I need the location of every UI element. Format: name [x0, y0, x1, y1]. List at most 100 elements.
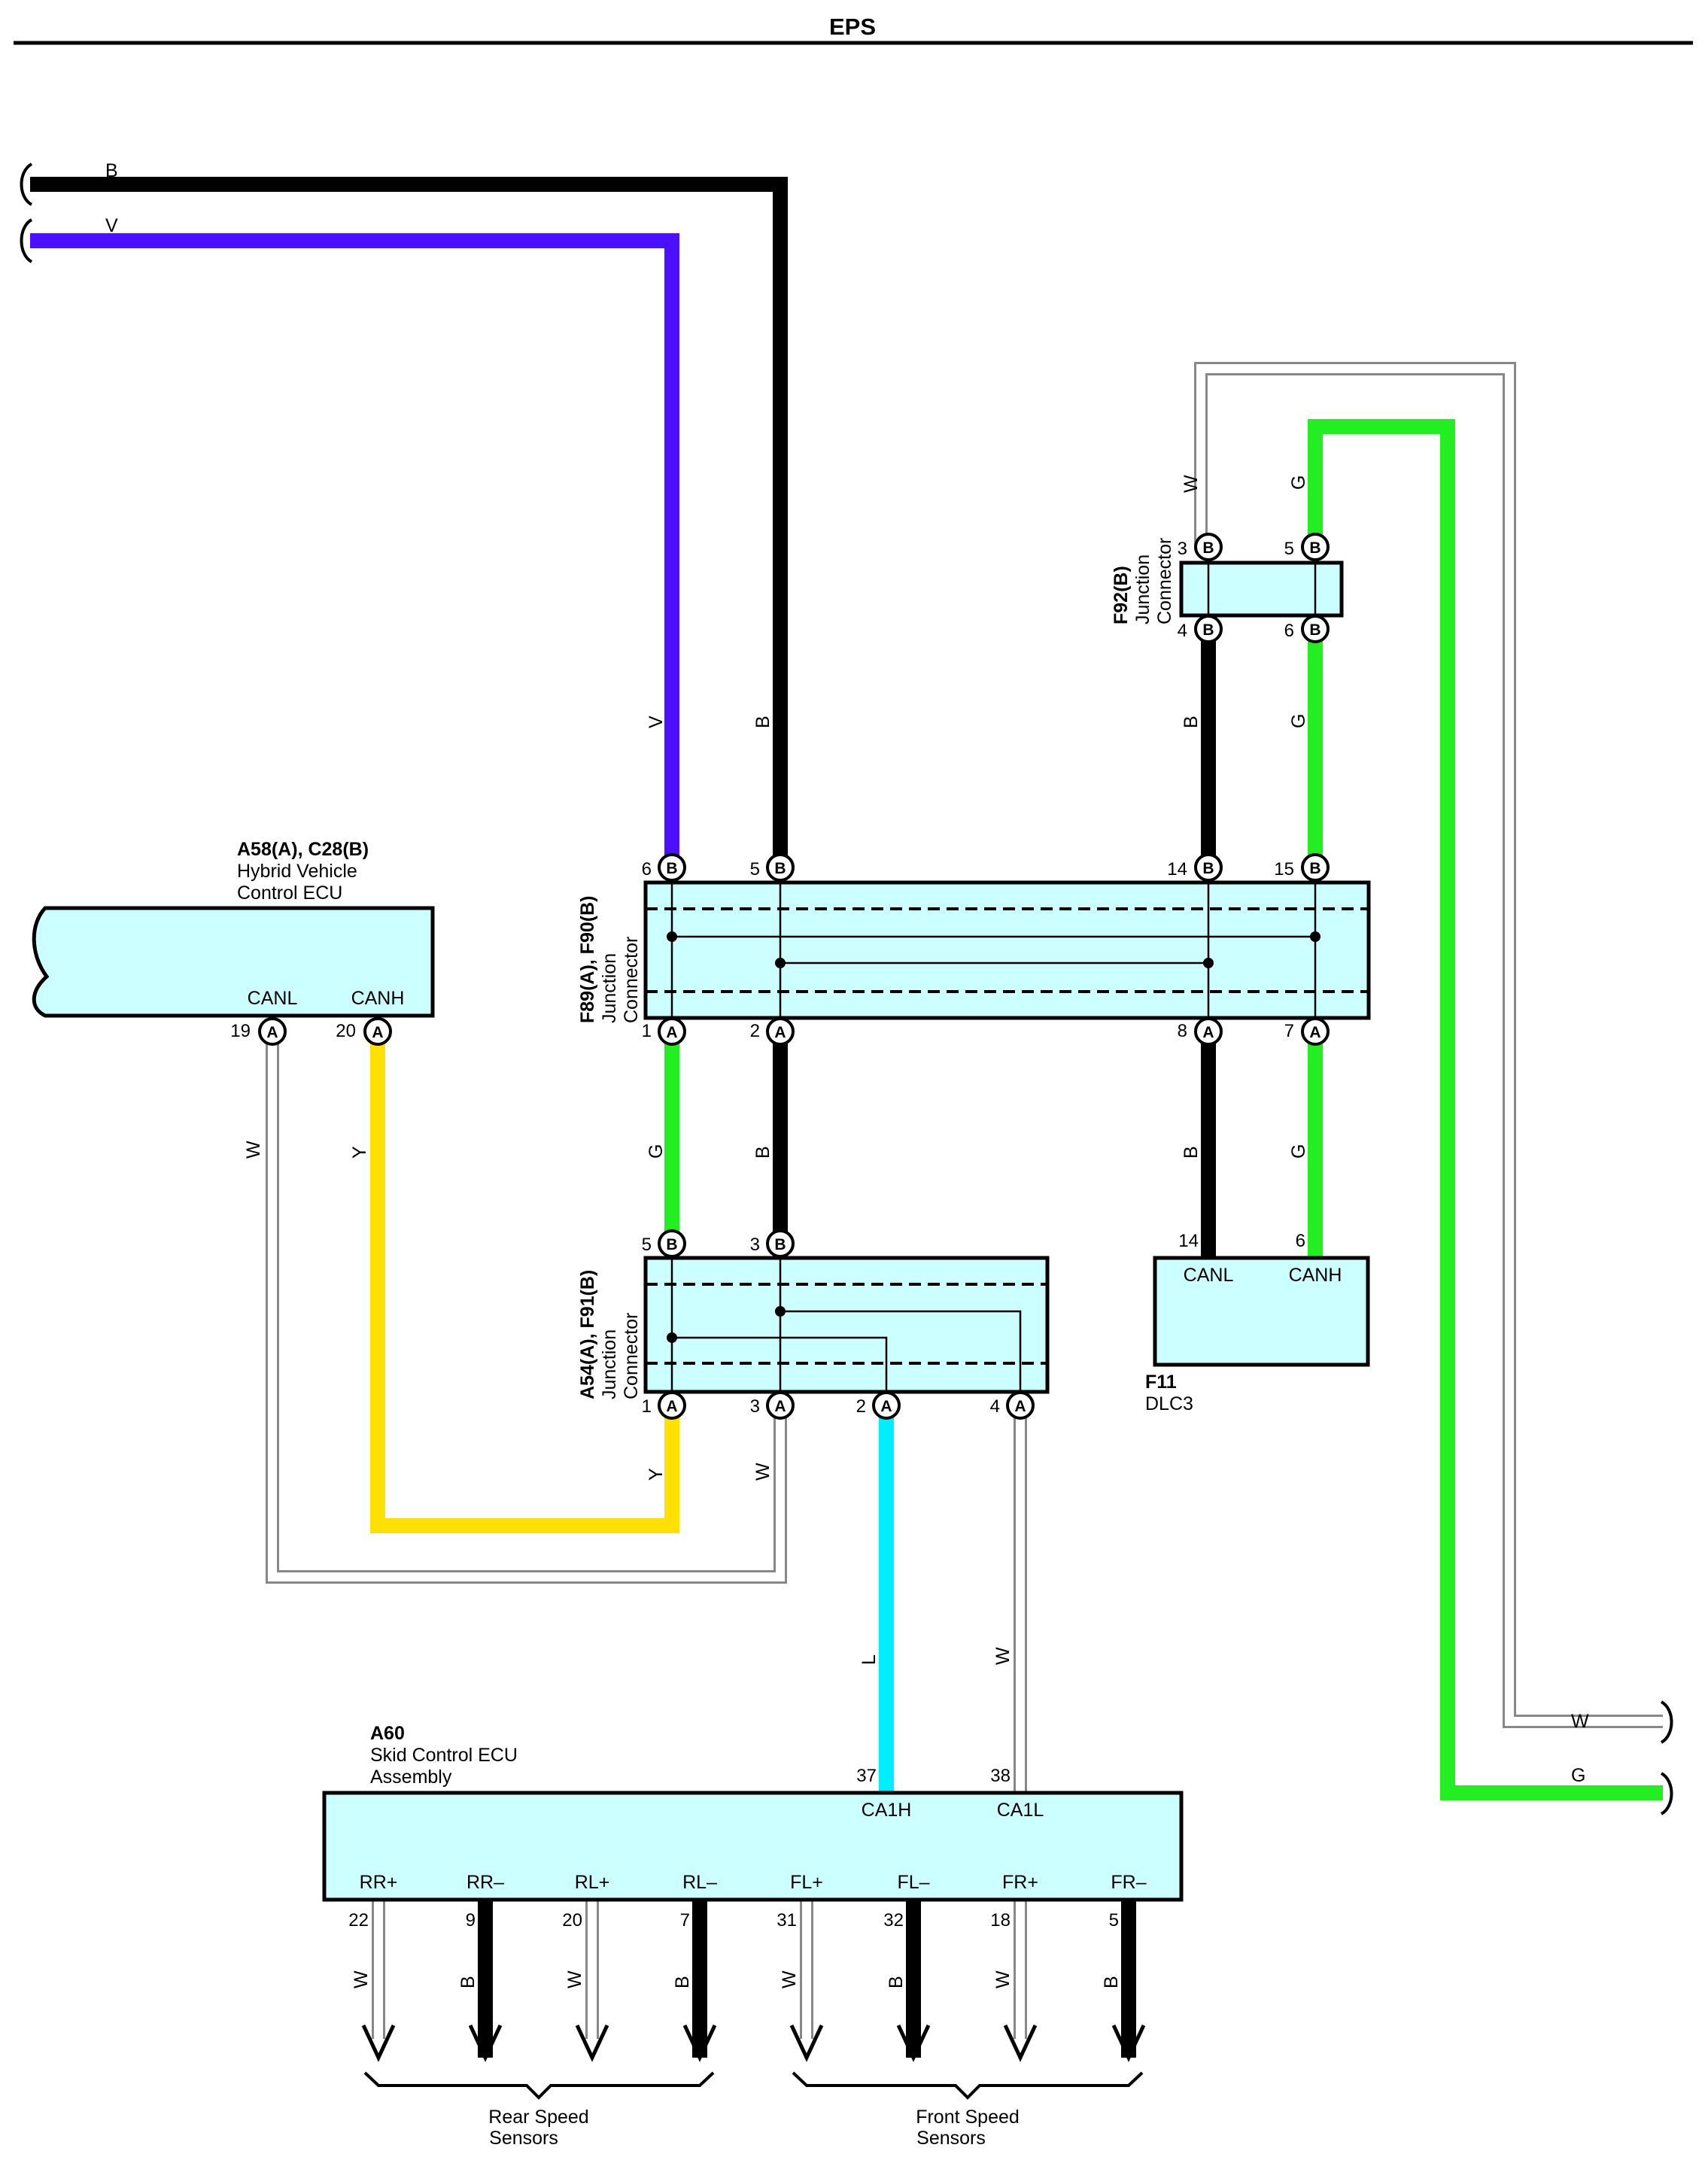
a60-term-rl-plus: RL+	[575, 1872, 610, 1893]
f11-dlc3-box	[1153, 1256, 1370, 1367]
svg-text:A: A	[372, 1024, 383, 1041]
wire-break-left-1	[20, 163, 33, 206]
wire-label-f92-g-out: G	[1288, 714, 1309, 728]
a60-pin-31: 31	[777, 1910, 797, 1931]
a54-name-2: Connector	[621, 1313, 642, 1399]
terminal-f89-8: A	[1194, 1017, 1223, 1046]
a58-canh-label: CANH	[351, 988, 405, 1009]
sensor-wires	[372, 1900, 1136, 2058]
f11-canh-label: CANH	[1289, 1265, 1342, 1286]
wire-b-top	[30, 177, 788, 867]
svg-text:B: B	[1309, 539, 1321, 557]
wire-label-f89-b: B	[752, 715, 773, 728]
wire-g-right	[1308, 419, 1663, 1800]
a60-term-fr-plus: FR+	[1002, 1872, 1038, 1893]
terminal-a58-19: A	[258, 1017, 287, 1046]
svg-text:A: A	[666, 1398, 677, 1415]
svg-text:B: B	[666, 1236, 677, 1253]
a58-ecu-box	[32, 906, 435, 1018]
svg-text:B: B	[774, 1236, 786, 1253]
wire-label-sensor-w4: W	[992, 1970, 1014, 1988]
f89-pin-top-6: 6	[642, 859, 652, 879]
f89-pin-top-5: 5	[750, 859, 760, 879]
a60-ca1h-label: CA1H	[862, 1800, 912, 1821]
terminal-f89-5: B	[766, 853, 795, 882]
a60-term-rr-minus: RR–	[467, 1872, 504, 1893]
wire-label-f92-b-out: B	[1181, 715, 1202, 728]
a60-term-rl-minus: RL–	[682, 1872, 717, 1893]
terminal-a54-3: A	[766, 1391, 795, 1420]
wire-label-f89-v: V	[646, 715, 667, 728]
svg-text:B: B	[1202, 539, 1214, 557]
wire-label-a58-y: Y	[349, 1146, 370, 1159]
a60-pin-18: 18	[990, 1910, 1011, 1931]
rear-sensors-label-2: Sensors	[489, 2128, 558, 2149]
front-sensors-label-2: Sensors	[916, 2128, 986, 2149]
terminal-f92-3: B	[1194, 533, 1223, 561]
f89-pin-bottom-7: 7	[1284, 1021, 1294, 1041]
wire-label-f89a-g: G	[646, 1144, 667, 1159]
terminal-a54-1: A	[658, 1391, 686, 1420]
wire-label-f92-w: W	[1181, 475, 1202, 493]
a58-id: A58(A), C28(B)	[237, 839, 369, 860]
a54-pin-bottom-3: 3	[750, 1396, 760, 1417]
wire-label-a54-l: L	[859, 1654, 880, 1665]
wire-label-sensor-b3: B	[886, 1976, 907, 1988]
page-title: EPS	[829, 14, 876, 40]
a60-id: A60	[370, 1723, 405, 1744]
terminal-f89-1: A	[658, 1017, 686, 1046]
wire-label-f92-g: G	[1288, 475, 1309, 490]
terminal-f92-5: B	[1301, 533, 1330, 561]
terminal-a54-4: A	[1006, 1391, 1035, 1420]
a58-pin-20: 20	[336, 1021, 356, 1041]
svg-text:B: B	[1309, 860, 1321, 877]
front-sensors-label-1: Front Speed	[916, 2107, 1020, 2128]
f89-name-1: Junction	[599, 953, 620, 1023]
svg-text:A: A	[666, 1024, 677, 1041]
terminal-f89-2: A	[766, 1017, 795, 1046]
wire-label-sensor-w1: W	[351, 1970, 372, 1988]
a60-ecu-box	[322, 1791, 1184, 1902]
f89-name-2: Connector	[621, 937, 642, 1023]
f92-name-2: Connector	[1154, 538, 1175, 624]
terminal-f89-6: B	[658, 853, 686, 882]
a60-name-1: Skid Control ECU	[370, 1745, 518, 1766]
f11-pin-6: 6	[1296, 1231, 1305, 1251]
f11-name: DLC3	[1145, 1393, 1193, 1414]
f89-pin-bottom-1: 1	[642, 1021, 652, 1041]
svg-text:A: A	[774, 1024, 786, 1041]
f92-pin-bottom-4: 4	[1178, 621, 1187, 641]
a60-pin-9: 9	[466, 1910, 476, 1931]
a60-term-fl-minus: FL–	[897, 1872, 929, 1893]
f89-pin-bottom-8: 8	[1178, 1021, 1187, 1041]
a60-term-fr-minus: FR–	[1111, 1872, 1146, 1893]
a54-pin-bottom-1: 1	[642, 1396, 652, 1417]
wire-w-right-inner	[1196, 364, 1663, 1726]
wire-label-sensor-w3: W	[779, 1970, 800, 1988]
wire-v-top	[30, 233, 679, 867]
wire-label-top-b: B	[105, 160, 118, 181]
a54-name-1: Junction	[599, 1329, 620, 1399]
f89-id: F89(A), F90(B)	[577, 896, 598, 1023]
f92-name-1: Junction	[1132, 554, 1153, 624]
a60-ca1l-label: CA1L	[997, 1800, 1044, 1821]
wire-label-sensor-b4: B	[1101, 1976, 1122, 1988]
wire-break-right-2	[1660, 1772, 1673, 1815]
wire-label-f89a7-g: G	[1288, 1144, 1309, 1159]
a58-name-1: Hybrid Vehicle	[237, 861, 357, 882]
svg-text:A: A	[1309, 1024, 1321, 1041]
f89-pin-top-14: 14	[1167, 859, 1187, 879]
a60-term-fl-plus: FL+	[790, 1872, 823, 1893]
f92-pin-top-3: 3	[1178, 539, 1187, 559]
a60-pin-38: 38	[990, 1766, 1011, 1786]
a60-pin-20: 20	[562, 1910, 582, 1931]
a58-name-2: Control ECU	[237, 883, 342, 904]
svg-text:A: A	[1014, 1398, 1026, 1415]
a60-pin-7: 7	[680, 1910, 690, 1931]
a60-term-rr-plus: RR+	[360, 1872, 398, 1893]
front-sensors-brace	[792, 2071, 1144, 2100]
f92-pin-bottom-6: 6	[1284, 621, 1294, 641]
wire-y-a58-a54	[370, 1031, 679, 1533]
f11-id: F11	[1145, 1372, 1177, 1393]
